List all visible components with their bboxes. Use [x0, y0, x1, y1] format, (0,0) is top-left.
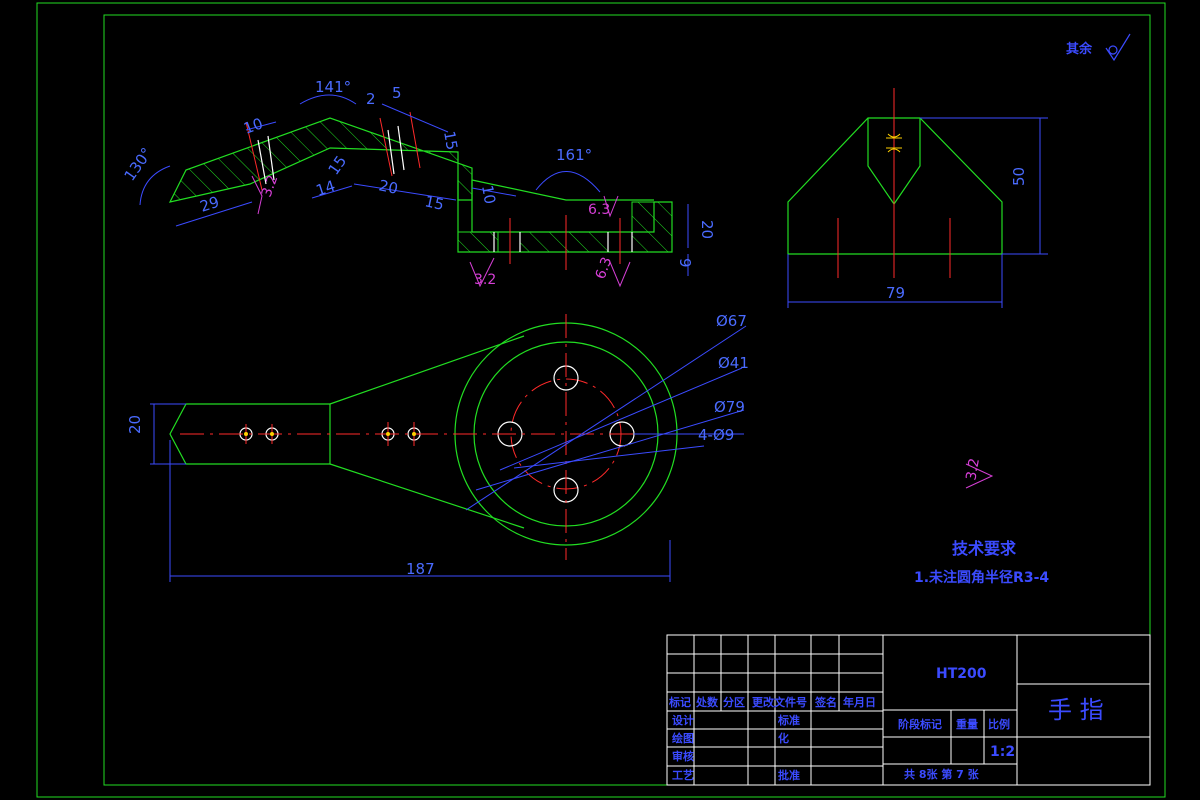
dim-15a: 15: [440, 130, 461, 152]
tb-scale: 比例: [988, 717, 1010, 731]
inner-frame: [103, 14, 1151, 786]
rough-side-label: 3.2: [963, 457, 983, 482]
dim-20a: 20: [377, 176, 399, 198]
tb-drafting: 绘图: [672, 731, 694, 745]
dim-15c: 15: [423, 192, 445, 214]
rough-32-top: 3.2: [259, 173, 282, 199]
dim-14: 14: [314, 177, 338, 200]
tb-scale-value: 1:2: [990, 744, 1015, 760]
side-view: 50 79: [787, 88, 1048, 308]
tb-design: 设计: [672, 713, 694, 727]
side-dim-width: 79: [886, 284, 905, 302]
tb-hdr-date: 年月日: [843, 695, 876, 709]
front-dim-d67: Ø67: [716, 312, 747, 330]
tech-title: 技术要求: [952, 539, 1017, 558]
tb-hdr-zone: 分区: [723, 695, 745, 709]
dim-5: 5: [392, 84, 402, 102]
roughness-other-label: 其余: [1066, 41, 1093, 57]
rough-32-bottom: 3.2: [474, 272, 496, 288]
roughness-side: [965, 463, 994, 489]
rough-63-top: 6.3: [588, 202, 610, 218]
tb-weight: 重量: [956, 717, 978, 731]
dim-angle-141: 141°: [315, 78, 351, 96]
base-hatch-left: [457, 231, 499, 253]
dim-29: 29: [198, 193, 222, 216]
front-dim-holes: 4-Ø9: [698, 426, 734, 444]
dim-2: 2: [366, 90, 376, 108]
tb-hdr-count: 处数: [695, 695, 719, 709]
dim-20b: 20: [698, 220, 716, 239]
front-dim-d79: Ø79: [714, 398, 745, 416]
tb-craft: 工艺: [672, 768, 694, 782]
front-dim-length: 187: [406, 560, 435, 578]
tb-material: HT200: [936, 666, 987, 682]
tb-stage-mark: 阶段标记: [898, 717, 942, 731]
tb-sheets: 共 8张 第 7 张: [904, 767, 980, 781]
front-view: Ø67 Ø41 Ø79 4-Ø9 20 187: [126, 312, 749, 582]
tb-part-name: 手 指: [1048, 696, 1104, 724]
dim-15b: 15: [325, 152, 351, 178]
front-dim-width: 20: [126, 415, 144, 434]
rough-63-bottom: 6.3: [593, 255, 616, 281]
tb-hdr-mark: 标记: [668, 695, 691, 709]
tech-item-1: 1.未注圆角半径R3-4: [914, 569, 1049, 586]
base-hatch-mid: [519, 231, 609, 253]
base-hatch-right: [631, 201, 673, 253]
tb-approve: 批准: [778, 768, 800, 782]
tb-standard2: 化: [778, 731, 789, 745]
dim-10a: 10: [241, 114, 265, 137]
roughness-other-symbol: [1105, 33, 1131, 62]
side-dim-height: 50: [1010, 167, 1028, 186]
top-view: 130° 141° 161° 29 10 2 5 15 14 15 20 15 …: [121, 78, 716, 288]
tb-hdr-sign: 签名: [814, 695, 837, 709]
dim-10b: 10: [478, 184, 499, 206]
dim-9: 9: [676, 258, 694, 268]
front-dim-d41: Ø41: [718, 354, 749, 372]
outer-frame: [36, 2, 1166, 798]
tb-standard: 标准: [777, 713, 800, 727]
arm-section: [168, 117, 473, 203]
tb-review: 审核: [672, 749, 694, 763]
title-block: [666, 634, 1151, 786]
tb-hdr-docno: 更改文件号: [752, 695, 807, 709]
dim-angle-161: 161°: [556, 146, 592, 164]
